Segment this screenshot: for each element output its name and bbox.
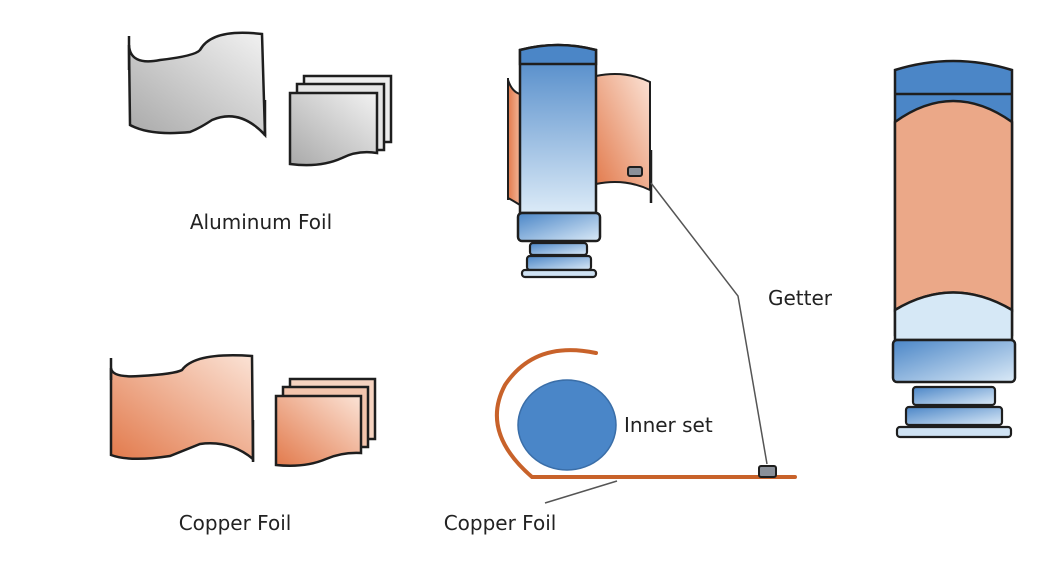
copper-foil-label-left: Copper Foil [179,511,292,535]
aluminum-foil-label: Aluminum Foil [190,210,332,234]
getter-leader-line [650,182,768,465]
inner-set-circle [517,379,617,471]
cross-section-diagram [495,348,797,504]
getter-label: Getter [768,286,833,310]
assembled-cylinder [891,59,1017,439]
getter-icon-small [758,465,777,478]
copper-foil-leader-line [544,480,618,504]
inner-set-with-copper-wrap [507,43,653,279]
aluminum-foil-sheet-icon [127,31,267,139]
inner-set-label: Inner set [624,413,713,437]
copper-foil-stack-icon [274,377,377,467]
aluminum-foil-stack-icon [288,74,393,167]
copper-foil-sheet-icon [109,354,255,462]
copper-foil-label-bottom: Copper Foil [444,511,557,535]
getter-icon [627,166,643,177]
